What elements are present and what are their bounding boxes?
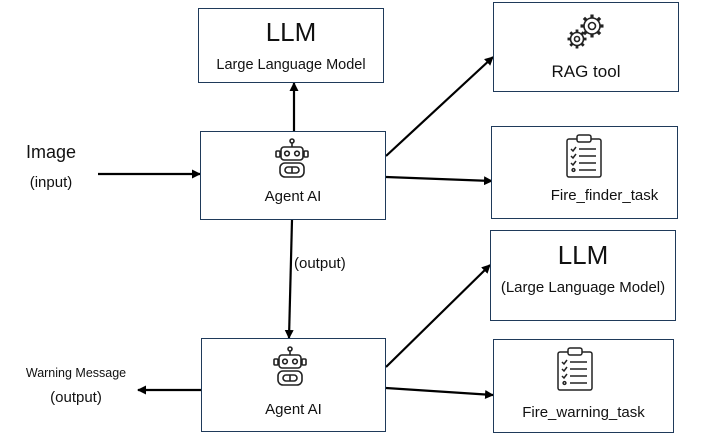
fire-warning-task-box: Fire_warning_task [493, 339, 674, 433]
output-title: Warning Message [25, 366, 127, 380]
clipboard-checklist-icon [557, 347, 593, 391]
agent-ai-bottom-box: Agent AI [201, 338, 386, 432]
output-note: (output) [50, 389, 102, 406]
llm-top-title: LLM [265, 17, 317, 47]
llm-bottom-title: LLM [557, 240, 609, 270]
rag-tool-box: RAG tool [493, 2, 679, 92]
agent-ai-top-box: Agent AI [200, 131, 386, 220]
agent-ai-top-label: Agent AI [264, 188, 322, 205]
middle-output-label: (output) [294, 255, 346, 272]
llm-bottom-box: LLM (Large Language Model) [490, 230, 676, 321]
arrow-agent-to-fire-warning [385, 386, 494, 399]
rag-tool-label: RAG tool [551, 62, 621, 81]
fire-warning-task-label: Fire_warning_task [522, 404, 645, 421]
arrow-agent-to-rag [385, 56, 494, 157]
input-note: (input) [29, 174, 73, 191]
input-title: Image [25, 142, 77, 162]
llm-bottom-subtitle: (Large Language Model) [500, 279, 666, 296]
gear-icon [567, 14, 604, 49]
llm-top-box: LLM Large Language Model [198, 8, 384, 83]
robot-icon [275, 138, 309, 178]
agent-ai-bottom-label: Agent AI [265, 401, 322, 418]
arrow-agent-top-to-agent-bottom [284, 219, 294, 339]
robot-icon [273, 346, 307, 386]
clipboard-checklist-icon [566, 134, 602, 178]
fire-finder-task-label: Fire_finder_task [550, 187, 659, 204]
arrow-agent-to-llm-bottom [385, 264, 491, 368]
fire-finder-task-box: Fire_finder_task [491, 126, 678, 219]
arrow-agent-to-fire-finder [385, 175, 493, 186]
llm-top-subtitle: Large Language Model [216, 57, 366, 73]
